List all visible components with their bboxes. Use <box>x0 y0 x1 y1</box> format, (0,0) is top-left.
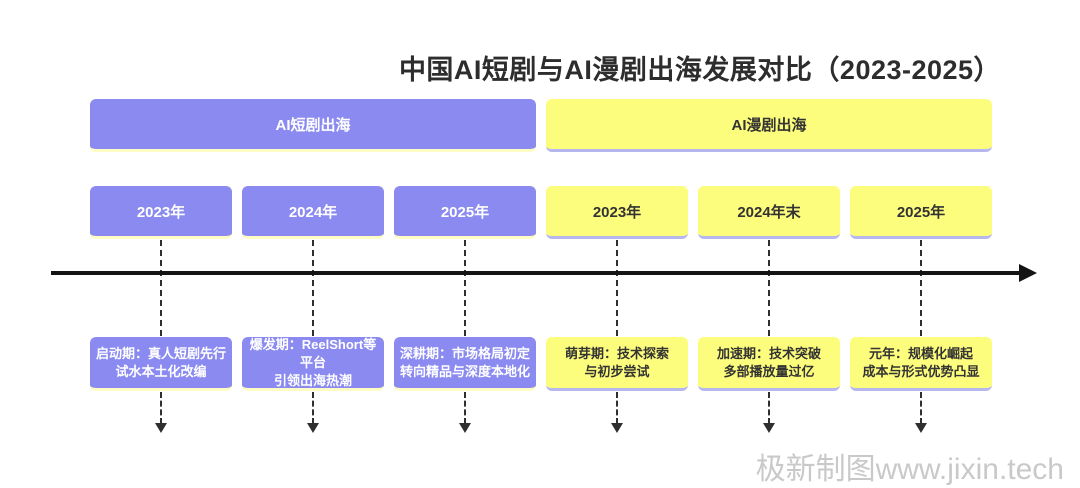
phase-line1: 萌芽期：技术探索 <box>564 345 669 361</box>
down-arrowhead-icon <box>611 423 623 433</box>
dashed-connector-upper <box>616 240 618 336</box>
down-arrowhead-icon <box>915 423 927 433</box>
year-box-short-drama-2024: 2024年 <box>242 186 384 239</box>
dashed-connector-upper <box>768 240 770 336</box>
year-label: 2023年 <box>136 203 186 221</box>
year-box-comic-2023: 2023年 <box>546 186 688 239</box>
year-label: 2024年末 <box>737 203 801 221</box>
phase-line2: 转向精品与深度本地化 <box>399 363 530 379</box>
phase-line2: 成本与形式优势凸显 <box>862 363 980 379</box>
group-header-comic-label: AI漫剧出海 <box>731 116 807 134</box>
year-label: 2025年 <box>896 203 946 221</box>
dashed-connector-lower <box>160 392 162 424</box>
dashed-connector-lower <box>768 392 770 424</box>
phase-line2: 试水本土化改编 <box>115 363 207 379</box>
dashed-connector-lower <box>312 392 314 424</box>
dashed-connector-upper <box>160 240 162 336</box>
phase-line1: 爆发期：ReelShort等平台 <box>249 336 377 370</box>
year-box-short-drama-2025: 2025年 <box>394 186 536 239</box>
timeline-axis-line <box>51 271 1023 275</box>
dashed-connector-upper <box>312 240 314 336</box>
phase-line2: 多部播放量过亿 <box>723 363 815 379</box>
phase-box-comic-2023: 萌芽期：技术探索 与初步尝试 <box>546 337 688 391</box>
year-box-comic-2025: 2025年 <box>850 186 992 239</box>
phase-line2: 引领出海热潮 <box>273 372 352 388</box>
year-box-comic-2024: 2024年末 <box>698 186 840 239</box>
dashed-connector-lower <box>464 392 466 424</box>
phase-line1: 深耕期：市场格局初定 <box>399 345 530 361</box>
phase-box-short-drama-2024: 爆发期：ReelShort等平台 引领出海热潮 <box>242 337 384 391</box>
down-arrowhead-icon <box>307 423 319 433</box>
phase-line1: 启动期：真人短剧先行 <box>95 345 226 361</box>
dashed-connector-lower <box>920 392 922 424</box>
year-label: 2023年 <box>592 203 642 221</box>
year-label: 2024年 <box>288 203 338 221</box>
dashed-connector-upper <box>464 240 466 336</box>
phase-box-short-drama-2025: 深耕期：市场格局初定 转向精品与深度本地化 <box>394 337 536 391</box>
timeline-axis-arrowhead-icon <box>1019 264 1037 282</box>
phase-line1: 加速期：技术突破 <box>716 345 821 361</box>
dashed-connector-upper <box>920 240 922 336</box>
phase-line2: 与初步尝试 <box>584 363 650 379</box>
watermark: 极新制图www.jixin.tech <box>755 453 1064 486</box>
year-label: 2025年 <box>440 203 490 221</box>
down-arrowhead-icon <box>155 423 167 433</box>
dashed-connector-lower <box>616 392 618 424</box>
page-title: 中国AI短剧与AI漫剧出海发展对比（2023-2025） <box>398 55 1002 85</box>
group-header-comic: AI漫剧出海 <box>546 99 992 152</box>
year-box-short-drama-2023: 2023年 <box>90 186 232 239</box>
phase-box-comic-2025: 元年：规模化崛起 成本与形式优势凸显 <box>850 337 992 391</box>
down-arrowhead-icon <box>459 423 471 433</box>
group-header-short-drama: AI短剧出海 <box>90 99 536 152</box>
group-header-short-drama-label: AI短剧出海 <box>275 116 351 134</box>
down-arrowhead-icon <box>763 423 775 433</box>
phase-line1: 元年：规模化崛起 <box>868 345 973 361</box>
phase-box-short-drama-2023: 启动期：真人短剧先行 试水本土化改编 <box>90 337 232 391</box>
phase-box-comic-2024: 加速期：技术突破 多部播放量过亿 <box>698 337 840 391</box>
